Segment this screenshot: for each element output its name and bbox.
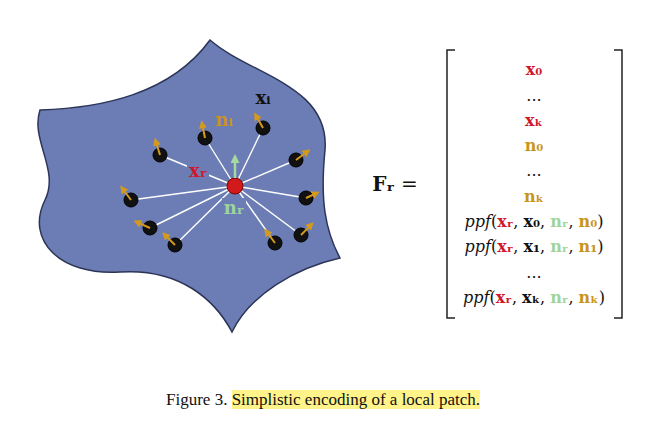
point-label: xᵢ (253, 88, 272, 108)
text-run: xᵣ (497, 212, 513, 231)
text-run: ... (526, 86, 541, 105)
neighbor-link (160, 155, 235, 186)
normal-label: nᵢ (213, 110, 234, 130)
normal-arrow (136, 222, 150, 228)
text-run: nᵣ (550, 237, 568, 256)
matrix-entry: ppf(xᵣ, x₁, nᵣ, n₁) (464, 238, 603, 256)
matrix-entry: ppf(xᵣ, x₀, nᵣ, n₀) (464, 213, 603, 231)
text-run: ( (490, 288, 496, 307)
neighbor-normals (122, 115, 317, 245)
reference-point (227, 178, 243, 194)
figure-caption: Figure 3. Simplistic encoding of a local… (166, 390, 480, 410)
text-run: nᵣ (550, 288, 568, 307)
matrix-entry: ppf(xᵣ, xₖ, nᵣ, nₖ) (463, 289, 605, 307)
text-run: nᵣ (550, 212, 568, 231)
text-run: ( (491, 237, 497, 256)
neighbor-link (235, 160, 296, 186)
text-run: nᵣ (224, 197, 245, 218)
matrix-entry: n₀ (525, 137, 544, 155)
text-run: ... (526, 161, 541, 180)
normal-arrow (164, 234, 175, 245)
text-run: x₀ (526, 60, 543, 79)
text-run: ) (597, 237, 603, 256)
text-run: ) (599, 288, 605, 307)
text-run: xₖ (522, 288, 540, 307)
text-run: nₖ (579, 288, 599, 307)
text-run: xᵢ (255, 87, 270, 108)
neighbor-links (131, 128, 306, 245)
matrix-entry: x₀ (526, 61, 543, 79)
text-run: xᵣ (496, 288, 512, 307)
text-run: n₁ (579, 237, 598, 256)
text-run: n₀ (579, 212, 598, 231)
caption-run: Figure 3. (166, 390, 232, 409)
matrix-bracket-right (614, 50, 622, 318)
text-run: ... (526, 263, 541, 282)
text-run: , (513, 237, 523, 256)
text-run: ppf (464, 212, 490, 231)
text-run: , (540, 212, 550, 231)
normal-arrow (256, 115, 263, 128)
normal-label: nᵣ (222, 198, 247, 218)
text-run: , (568, 212, 578, 231)
matrix-entry: nₖ (524, 188, 544, 206)
text-run: nᵢ (215, 109, 232, 130)
matrix-entry: ... (526, 87, 541, 105)
normal-arrow (301, 224, 312, 235)
matrix-name: Fᵣ = (372, 173, 418, 195)
neighbor-link (235, 128, 263, 186)
matrix-bracket-left (447, 50, 455, 318)
neighbor-points (124, 121, 313, 252)
text-run: nₖ (524, 187, 544, 206)
normal-arrow (266, 231, 275, 243)
matrix-entry: ... (526, 162, 541, 180)
text-run: n₀ (525, 136, 544, 155)
normal-arrow (156, 141, 160, 155)
text-run: , (568, 237, 578, 256)
text-run: xᵣ (189, 160, 207, 181)
text-run: ) (597, 212, 603, 231)
neighbor-link (131, 186, 235, 200)
text-run: = (395, 172, 418, 196)
caption-run: Simplistic encoding of a local patch. (232, 390, 480, 409)
matrix-entry: xₖ (525, 112, 543, 130)
reference-normal (234, 158, 237, 178)
text-run: xₖ (525, 111, 543, 130)
normal-arrow (122, 188, 131, 200)
text-run: ( (491, 212, 497, 231)
text-run: ppf (464, 237, 490, 256)
text-run: , (568, 288, 578, 307)
text-run: , (513, 212, 523, 231)
text-run: x₁ (523, 237, 540, 256)
point-label: xᵣ (187, 161, 209, 181)
normal-arrow (202, 123, 205, 138)
text-run: , (512, 288, 522, 307)
text-run: x₀ (523, 212, 540, 231)
text-run: , (540, 237, 550, 256)
matrix-entry: ... (526, 264, 541, 282)
text-run: , (540, 288, 550, 307)
text-run: Fᵣ (372, 172, 394, 196)
neighbor-link (235, 186, 306, 198)
text-run: ppf (463, 288, 489, 307)
surface-patch (38, 40, 340, 332)
normal-arrow (296, 151, 308, 160)
text-run: xᵣ (497, 237, 513, 256)
normal-arrow (306, 193, 317, 198)
